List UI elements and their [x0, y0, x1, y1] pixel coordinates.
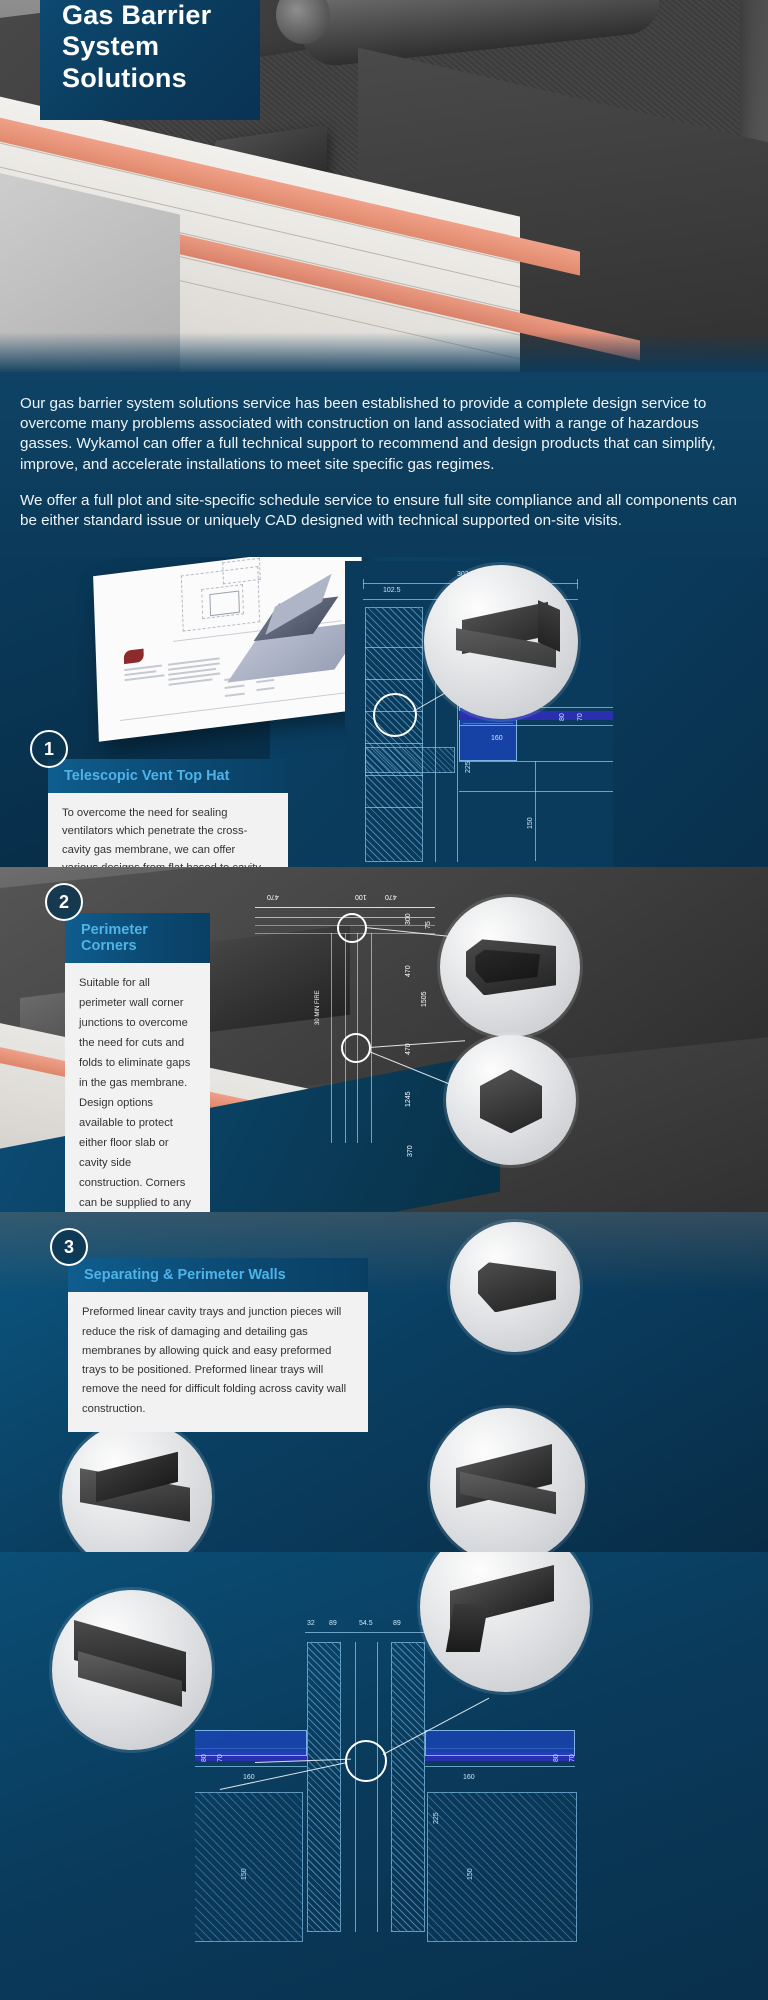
product-photo-linear-tray-c: [52, 1590, 212, 1751]
section-3-body: Preformed linear cavity trays and juncti…: [68, 1292, 368, 1432]
section-1: 302.5 102.5 51 9 140 80 70: [0, 557, 768, 868]
cad-drawing-sheet: [93, 557, 368, 743]
section-3: 3 Separating & Perimeter Walls Preformed…: [0, 1212, 768, 1553]
section-1-number: 1: [43, 738, 54, 759]
dim3-b1: 32: [307, 1620, 315, 1628]
dim2-t7: 1505: [421, 991, 428, 1008]
section-4-detail-drawing: 32 89 54.5 89 32 80 70 160 160 80: [0, 1552, 768, 2000]
section-2-title: Perimeter Corners: [65, 913, 210, 964]
hero-title: Gas Barrier System Solutions: [40, 0, 260, 120]
dimension-d9: 150: [527, 817, 534, 830]
dim3-b9: 160: [463, 1774, 475, 1782]
dim2-t3: 470: [385, 893, 397, 901]
dimension-d6: 80: [559, 713, 566, 722]
detail-callout-ring-2b: [341, 1033, 371, 1064]
dimension-d7: 70: [577, 713, 584, 722]
section-1-title: Telescopic Vent Top Hat: [48, 759, 288, 794]
section-1-number-badge: 1: [30, 730, 68, 769]
detail-callout-ring-2a: [337, 913, 367, 944]
detail-callout-ring-1: [373, 693, 417, 738]
section-3-title: Separating & Perimeter Walls: [68, 1258, 368, 1293]
product-photo-linear-tray-d: [420, 1552, 590, 1693]
product-photo-corner-b: [446, 1035, 576, 1166]
dim3-b7: 70: [217, 1754, 224, 1763]
dim3-b10: 80: [553, 1754, 560, 1763]
dim2-note: 30 MIN FIRE: [315, 990, 321, 1026]
leader-line-2b: [368, 1038, 465, 1049]
dimension-d8: 225: [465, 761, 472, 774]
hero-photo-bottom-fade: [0, 332, 768, 372]
intro-paragraph-1: Our gas barrier system solutions service…: [20, 395, 716, 473]
product-photo-linear-tray-b: [430, 1408, 585, 1553]
hero-title-line-1: Gas Barrier: [62, 0, 212, 30]
dim3-b8: 160: [243, 1774, 255, 1782]
section-1-callout: Telescopic Vent Top Hat To overcome the …: [48, 759, 288, 868]
dim3-b3: 54.5: [359, 1620, 373, 1628]
dimension-d5: 160: [491, 735, 503, 743]
dim2-t2: 100: [355, 893, 367, 901]
section-2-number: 2: [58, 891, 69, 912]
section-2: 470 100 470 300 75 470 1505 470 1245 370…: [0, 867, 768, 1213]
product-photo-linear-tray-a: [62, 1422, 212, 1553]
section-2-callout: Perimeter Corners Suitable for all perim…: [65, 913, 210, 1213]
dimension-d1: 102.5: [383, 587, 401, 595]
section-3-number-badge: 3: [50, 1228, 88, 1267]
dim3-b2: 89: [329, 1620, 337, 1628]
product-photo-corner-c: [450, 1222, 580, 1353]
section-2-number-badge: 2: [45, 883, 83, 922]
intro-paragraph-2: We offer a full plot and site-specific s…: [20, 491, 738, 530]
dim3-b11: 70: [569, 1754, 576, 1763]
detail-callout-ring-3: [345, 1740, 387, 1783]
hero-banner: Gas Barrier System Solutions: [0, 0, 768, 372]
cad-sheet-logo: [123, 648, 144, 665]
dim2-t6: 470: [405, 965, 412, 978]
hero-title-line-3: Solutions: [62, 62, 187, 93]
dim2-t4: 300: [405, 913, 412, 926]
hero-title-line-2: System: [62, 31, 160, 62]
section-3-number: 3: [63, 1236, 74, 1257]
dim2-t10: 370: [407, 1145, 414, 1158]
product-photo-corner-a: [440, 897, 580, 1038]
product-photo-vent-top-hat: [424, 565, 578, 720]
blueprint-drawing-3: 32 89 54.5 89 32 80 70 160 160 80: [195, 1612, 615, 2000]
section-2-body: Suitable for all perimeter wall corner j…: [65, 963, 210, 1213]
dim2-t5: 75: [425, 921, 432, 930]
dim3-b6: 80: [201, 1754, 208, 1763]
dim2-t1: 470: [267, 893, 279, 901]
dim3-b4: 89: [393, 1620, 401, 1628]
section-3-callout: Separating & Perimeter Walls Preformed l…: [68, 1258, 368, 1432]
dim2-t9: 1245: [405, 1091, 412, 1108]
intro-text-block: Our gas barrier system solutions service…: [0, 372, 768, 558]
section-1-body: To overcome the need for sealing ventila…: [48, 793, 288, 868]
blueprint-drawing-2: 470 100 470 300 75 470 1505 470 1245 370…: [245, 885, 465, 1195]
